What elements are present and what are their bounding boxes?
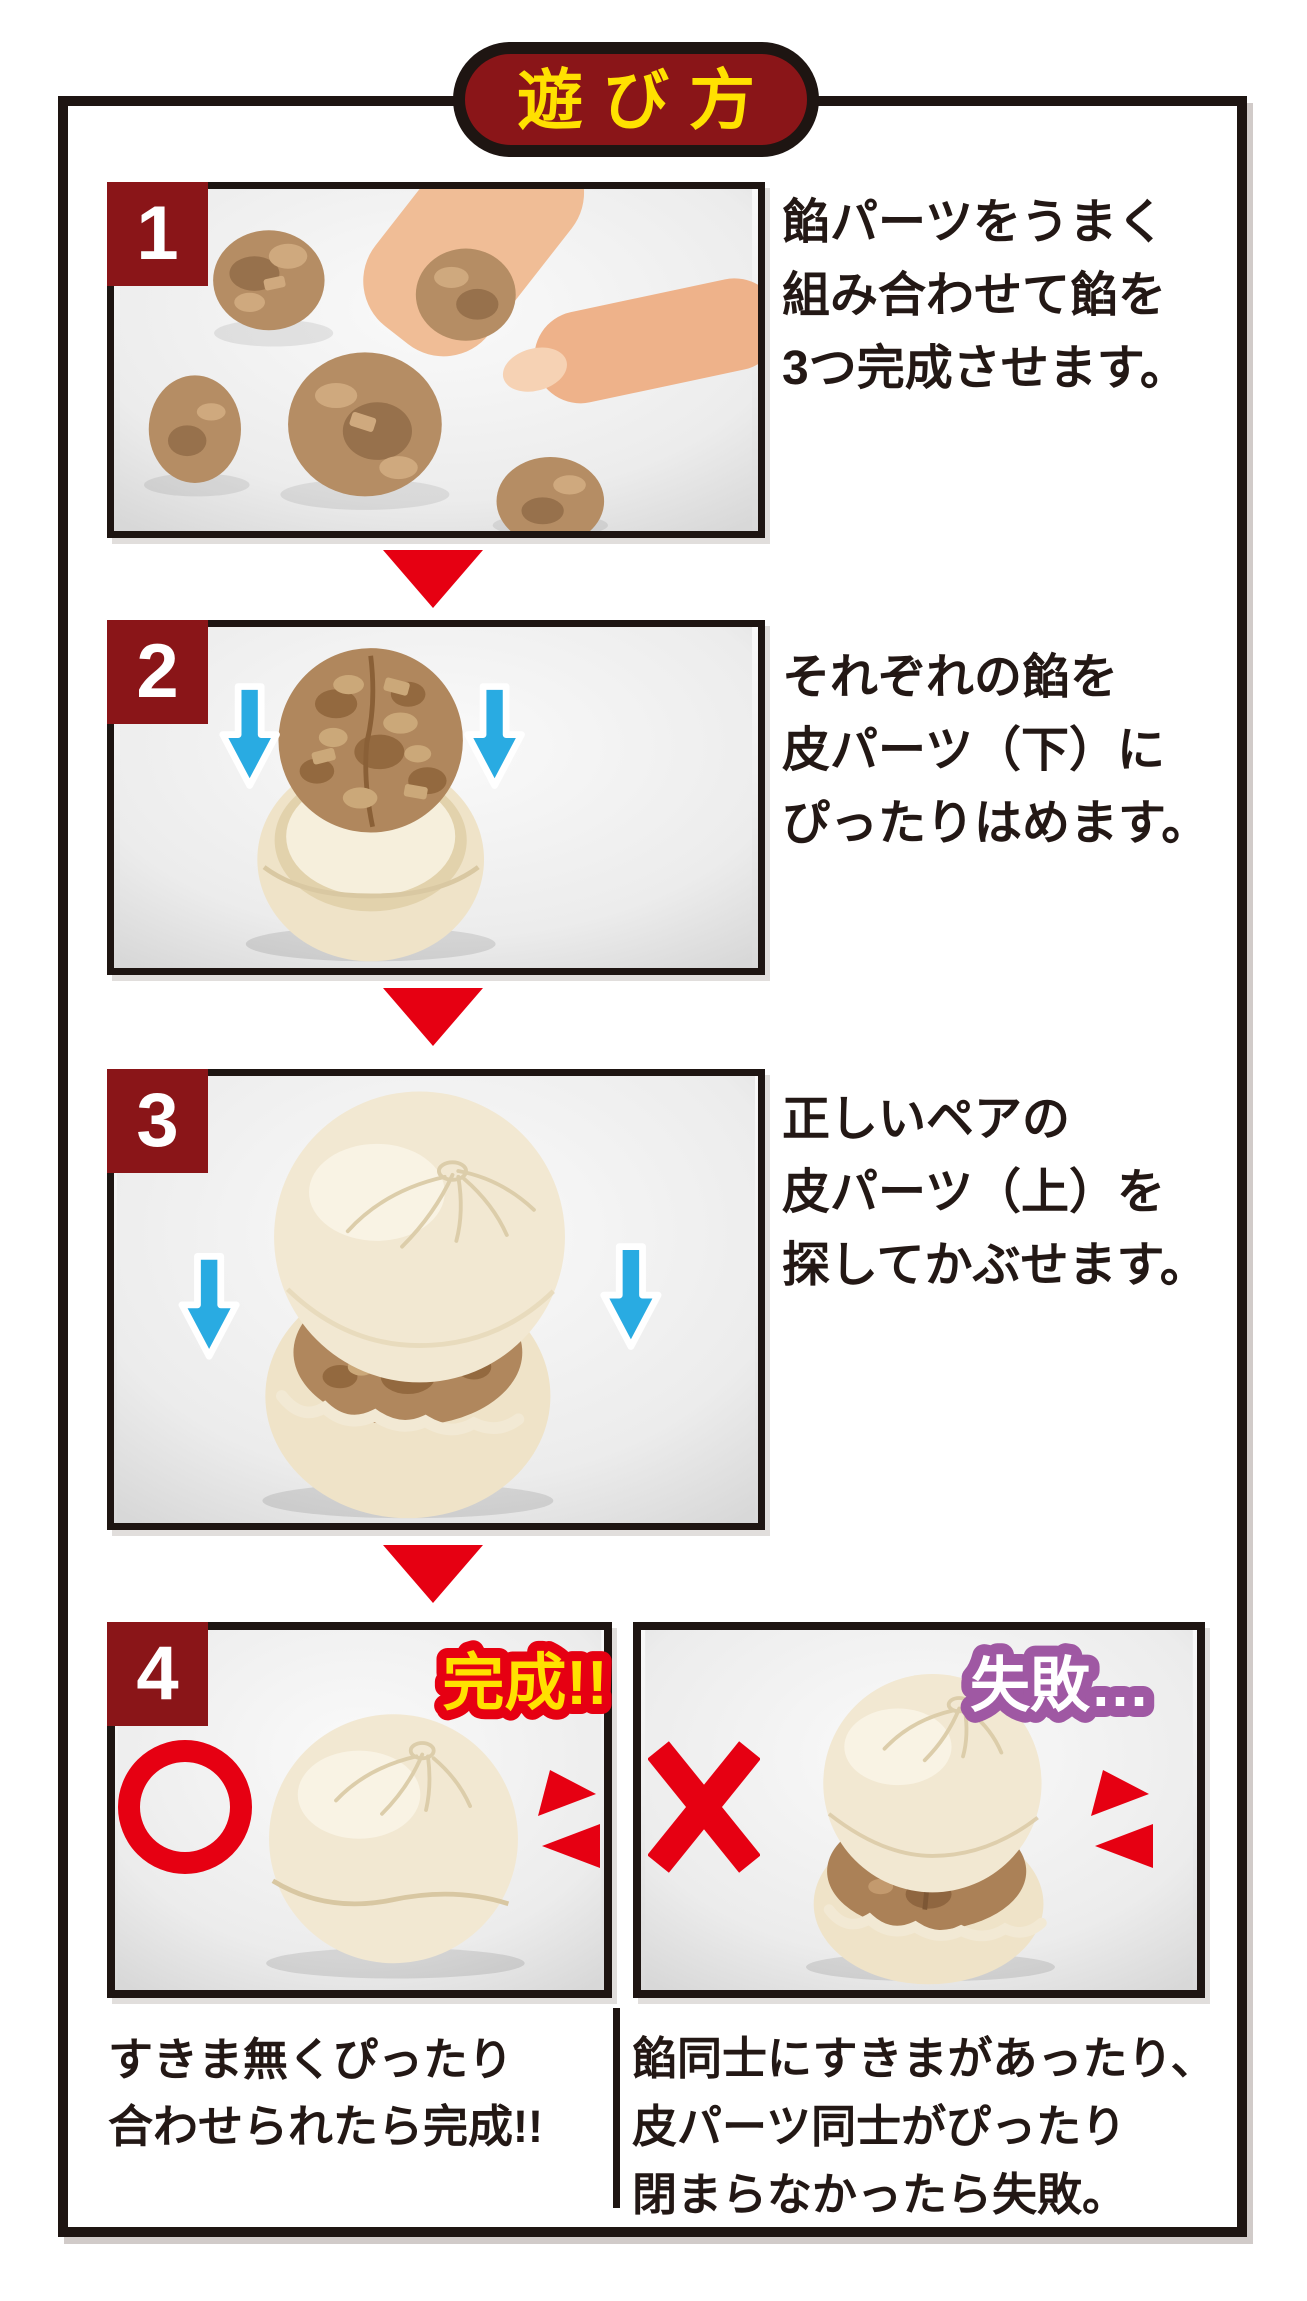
success-badge-text: 完成!! [442, 1649, 607, 1718]
failure-caption: 餡同士にすきまがあったり、 皮パーツ同士がぴったり 閉まらなかったら失敗。 [632, 2025, 1216, 2229]
step3-line3: 探してかぶせます。 [782, 1239, 1208, 1292]
step2-line3: ぴったりはめます。 [782, 797, 1210, 850]
step3-number-plate: 3 [107, 1069, 208, 1173]
success-badge: 完成!! 完成!! [432, 1639, 617, 1728]
step4-success-panel [107, 1622, 612, 1998]
next-step-arrow-icon [383, 550, 483, 608]
step2-number: 2 [136, 629, 179, 714]
step3-line1: 正しいペアの [782, 1093, 1071, 1146]
success-badge-outline: 完成!! [442, 1649, 607, 1718]
failure-caption-line3: 閉まらなかったら失敗。 [632, 2169, 1128, 2220]
success-circle-icon [118, 1740, 252, 1874]
failure-caption-line2: 皮パーツ同士がぴったり [632, 2101, 1127, 2152]
success-caption-line1: すきま無くぴったり [108, 2034, 514, 2085]
failure-badge: 失敗… 失敗… [959, 1641, 1161, 1730]
step4-number: 4 [136, 1631, 179, 1716]
success-caption: すきま無くぴったり 合わせられたら完成!! [108, 2026, 543, 2160]
cover-bun-illustration [116, 1076, 756, 1523]
step4-number-plate: 4 [107, 1622, 208, 1726]
step1-photo [107, 182, 765, 538]
failure-badge-outline: 失敗… [970, 1652, 1150, 1719]
title-badge: 遊び方 [453, 42, 819, 157]
step1-text: 餡パーツをうまく 組み合わせて餡を 3つ完成させます。 [782, 186, 1188, 405]
step3-text: 正しいペアの 皮パーツ（上）を 探してかぶせます。 [782, 1083, 1208, 1302]
page-title: 遊び方 [517, 62, 775, 137]
step1-line2: 組み合わせて餡を [782, 269, 1167, 322]
caption-divider [613, 2008, 620, 2208]
blue-down-arrow-icon [178, 1243, 662, 1360]
step1-line3: 3つ完成させます。 [782, 342, 1188, 395]
next-step-arrow-icon [383, 1545, 483, 1603]
filling-pieces-illustration [119, 189, 758, 531]
step3-photo [107, 1069, 765, 1530]
next-step-arrow-icon [383, 988, 483, 1046]
success-caption-line2: 合わせられたら完成!! [108, 2101, 543, 2152]
failure-caption-line1: 餡同士にすきまがあったり、 [632, 2033, 1216, 2084]
step2-line1: それぞれの餡を [782, 651, 1119, 704]
step1-number: 1 [136, 191, 179, 276]
step3-number: 3 [136, 1078, 179, 1163]
failure-badge-text: 失敗… [970, 1652, 1150, 1719]
step1-line1: 餡パーツをうまく [782, 196, 1166, 249]
step2-text: それぞれの餡を 皮パーツ（下）に ぴったりはめます。 [782, 641, 1209, 860]
step3-line2: 皮パーツ（上）を [782, 1166, 1166, 1219]
step2-number-plate: 2 [107, 620, 208, 724]
emphasis-marks-icon [1091, 1770, 1153, 1868]
step2-photo [107, 620, 765, 975]
emphasis-marks-icon [538, 1770, 600, 1868]
step2-line2: 皮パーツ（下）に [782, 724, 1166, 777]
failure-cross-icon [648, 1741, 760, 1873]
step1-number-plate: 1 [107, 182, 208, 286]
insert-filling-illustration [119, 627, 753, 968]
blue-down-arrow-icon [219, 683, 525, 789]
